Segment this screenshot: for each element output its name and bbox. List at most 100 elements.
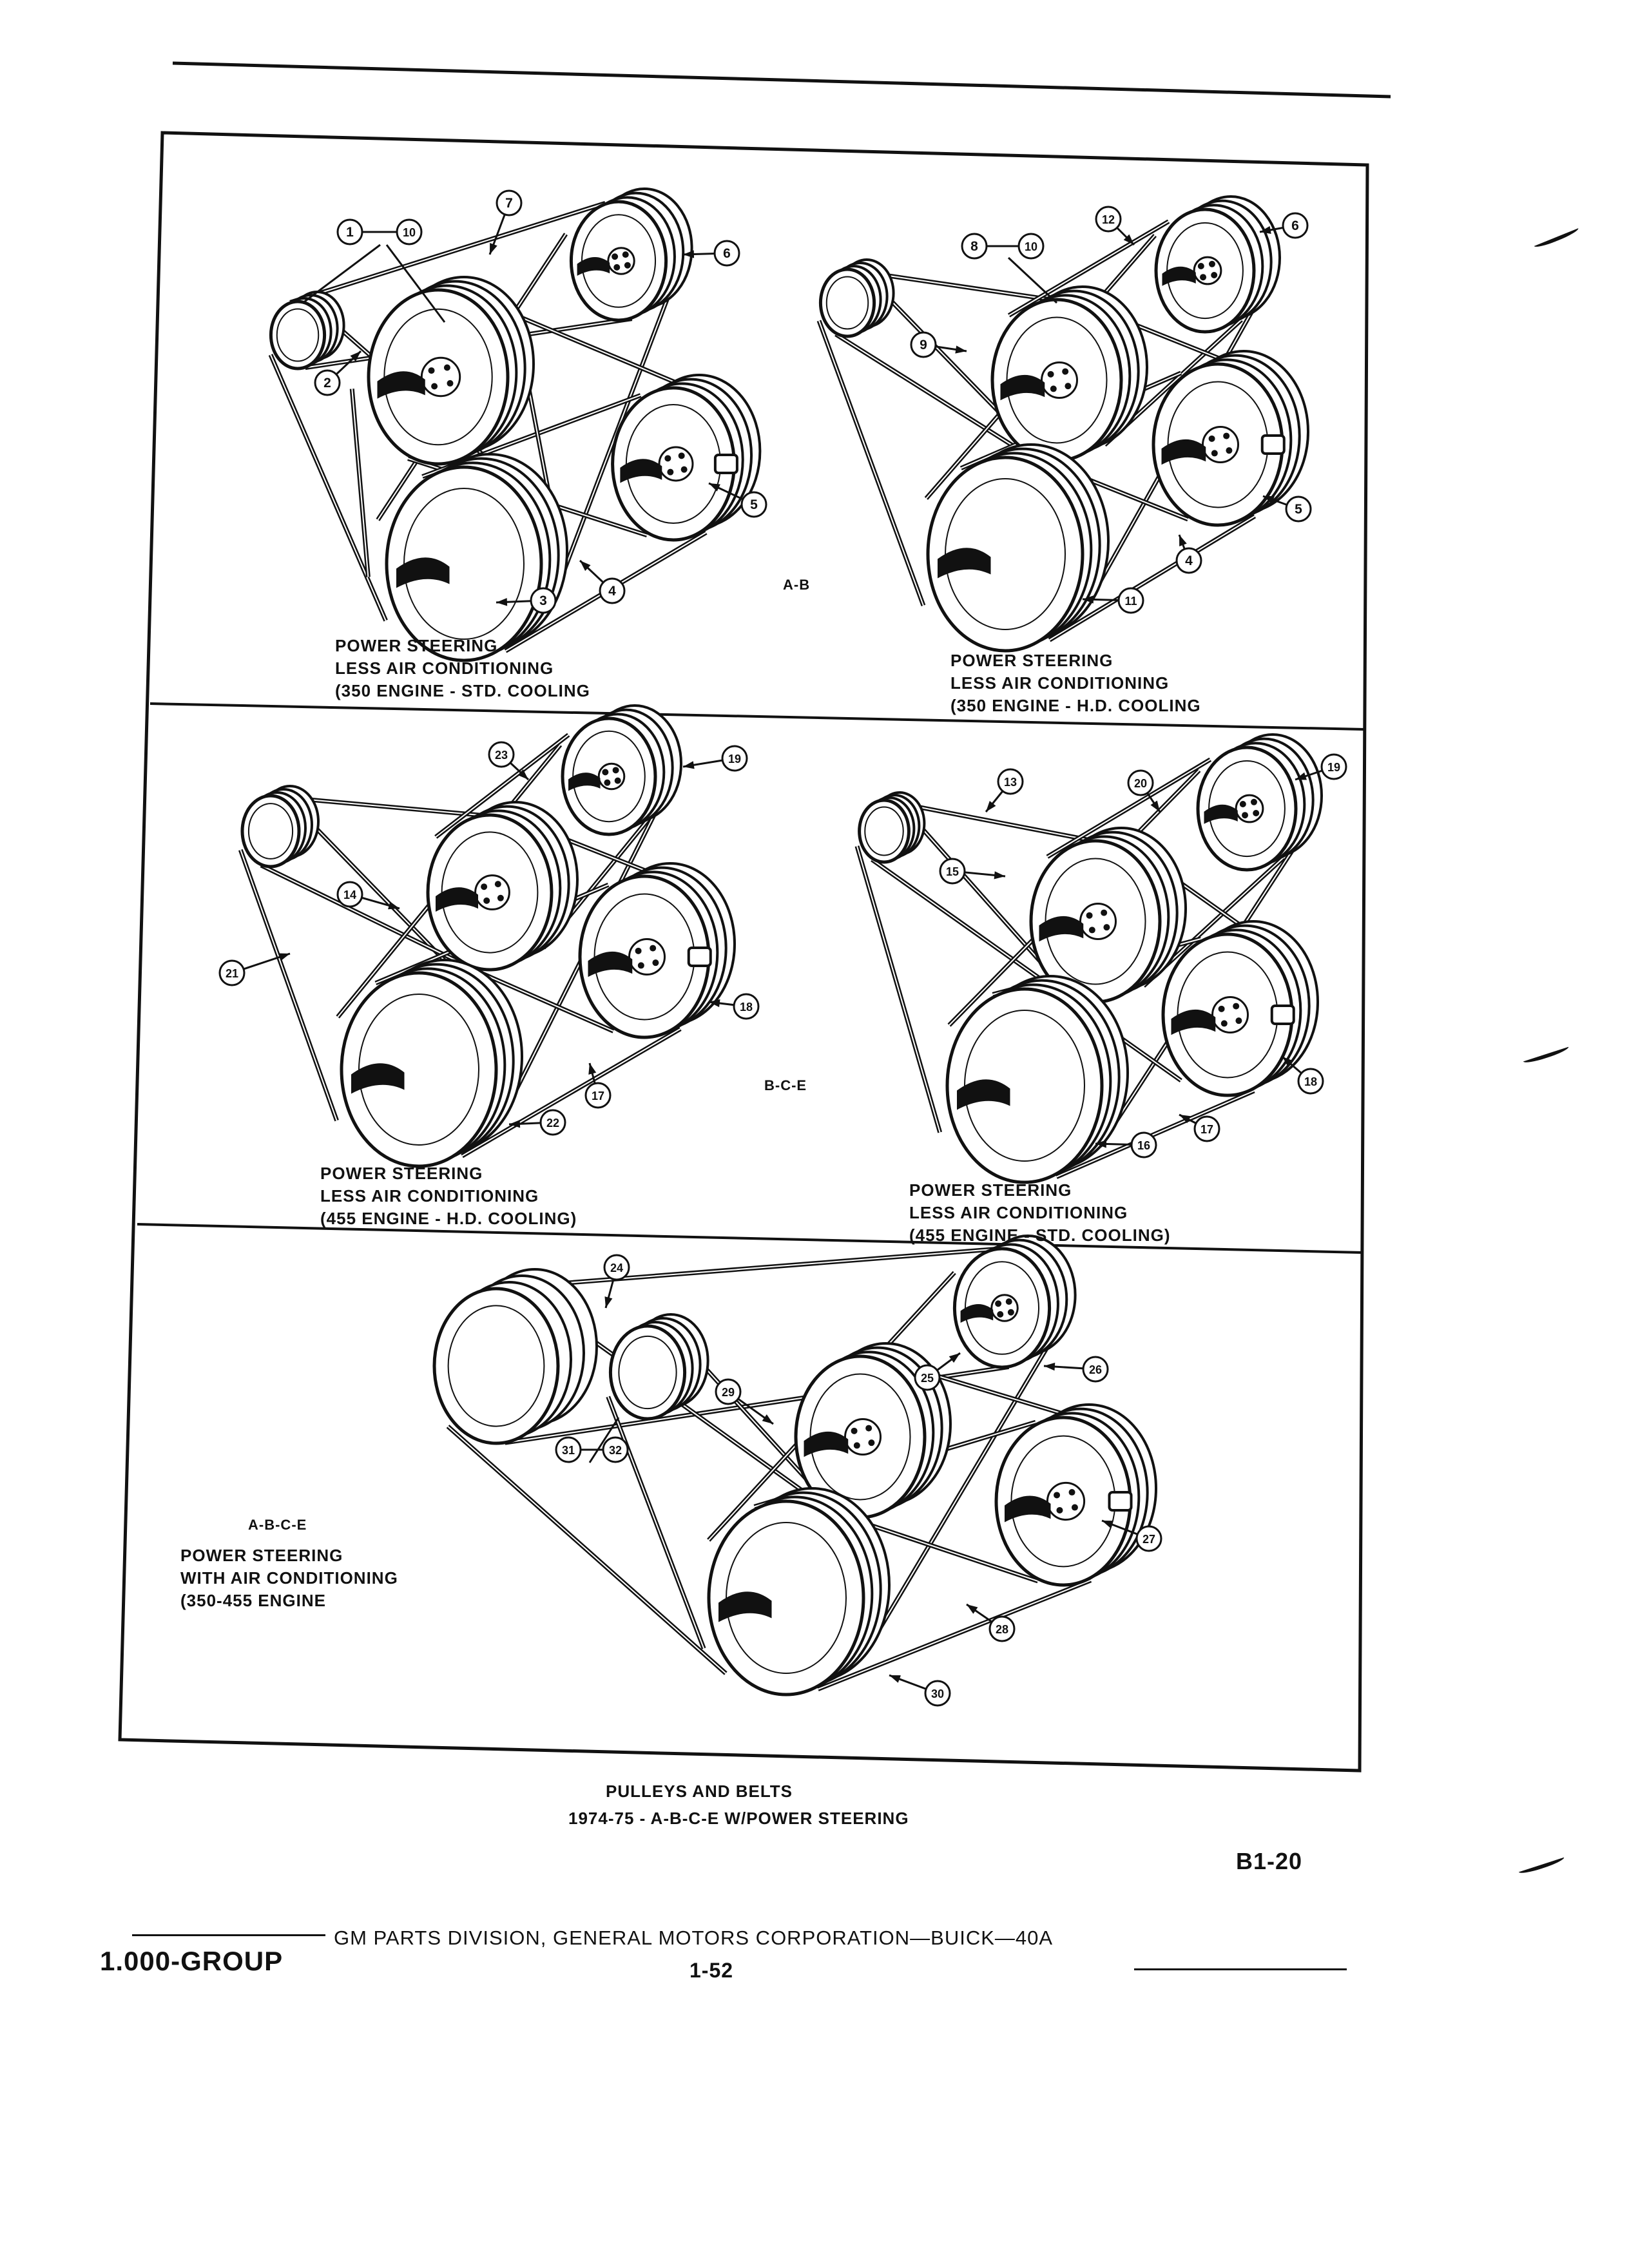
callout-circle — [1175, 547, 1202, 574]
callout-number: 4 — [608, 584, 616, 599]
belt-edge — [461, 1028, 681, 1157]
hub-bolt-hole — [664, 455, 671, 462]
callout: 9 — [910, 331, 967, 358]
hub-bolt-hole — [851, 1427, 858, 1434]
pump-shaft-nut — [1260, 434, 1286, 455]
belt-edge — [351, 389, 369, 577]
pump-shaft-nut — [1270, 1004, 1295, 1025]
hub-bolt-hole — [1235, 1017, 1242, 1024]
callout-number: 17 — [592, 1090, 604, 1102]
callout-number: 11 — [1124, 595, 1137, 608]
hub-bolt-hole — [997, 1311, 1004, 1318]
callout-number: 20 — [1134, 777, 1147, 790]
callout-circle — [715, 1378, 742, 1405]
pulley-assembly-4 — [854, 733, 1323, 1184]
pump-shaft-nut — [687, 947, 712, 967]
callout-circle — [336, 881, 363, 908]
callout: 26 — [1043, 1356, 1109, 1383]
hub-bolt-hole — [1088, 927, 1095, 934]
callout-number: 13 — [1004, 776, 1017, 789]
pulley-hub — [1235, 794, 1264, 823]
callout-circle — [496, 189, 523, 216]
pulley-cutaway — [588, 951, 633, 977]
hub-bolt-hole — [1239, 801, 1246, 808]
belt-edge — [818, 320, 924, 606]
pulley-cutaway — [1162, 266, 1196, 286]
callout-circle — [997, 768, 1024, 795]
pump-shaft-nut — [713, 454, 738, 474]
pulley-cutaway — [396, 557, 450, 588]
callout-number: 19 — [1327, 761, 1340, 774]
callout-circle — [924, 1680, 951, 1707]
callout-arrowhead — [580, 561, 591, 572]
hub-bolt-hole — [604, 779, 611, 786]
pulley-rim — [618, 1335, 677, 1410]
callout: 14 — [336, 881, 400, 910]
belt-edge — [1049, 515, 1255, 641]
callout-arrowhead — [1044, 1362, 1055, 1371]
callout-circle — [939, 858, 966, 885]
callout-number: 29 — [722, 1386, 735, 1399]
callout-circle — [488, 741, 515, 768]
hub-bolt-hole — [868, 1439, 875, 1446]
callout: 24 — [603, 1254, 630, 1309]
callout-number: 5 — [750, 497, 758, 512]
callout-arrowhead — [509, 1120, 521, 1128]
pulley-hub — [474, 874, 510, 910]
callout-arrowhead — [949, 1353, 960, 1363]
callout: 23 — [488, 741, 530, 781]
callout: 27 — [1101, 1519, 1162, 1552]
pulley-hub — [1211, 996, 1249, 1033]
hub-bolt-hole — [995, 1300, 1002, 1307]
hub-bolt-hole — [481, 883, 488, 890]
callout: 28 — [966, 1603, 1016, 1642]
hub-bolt-hole — [497, 894, 504, 901]
callout-number: 28 — [996, 1623, 1008, 1636]
callout-circle — [584, 1082, 612, 1109]
hub-bolt-hole — [1211, 450, 1218, 457]
panel-2-caption: POWER STEERING LESS AIR CONDITIONING (35… — [950, 651, 1201, 715]
callout-number: 3 — [539, 593, 547, 608]
belt-edge — [240, 849, 338, 1121]
hub-bolt-hole — [1250, 798, 1257, 805]
pulley-cutaway — [1039, 916, 1084, 942]
callout-circle — [1135, 1525, 1162, 1552]
callout-arrowhead — [278, 953, 290, 961]
callout-circle — [218, 959, 246, 986]
hub-bolt-hole — [1062, 368, 1069, 375]
callout-arrowhead — [709, 483, 720, 492]
callout-arrowhead — [994, 871, 1005, 879]
hub-bolt-hole — [602, 769, 609, 776]
callout: 25 — [914, 1352, 961, 1391]
pulley-cutaway — [351, 1063, 405, 1094]
callout-number: 2 — [323, 376, 331, 390]
callout-arrowhead — [350, 351, 361, 362]
callout-circle — [1130, 1131, 1157, 1158]
callout: 18 — [708, 993, 760, 1020]
hub-bolt-hole — [443, 364, 450, 371]
pulley-cutaway — [960, 1303, 994, 1323]
callout-number: 10 — [403, 226, 416, 239]
pulley-cutaway — [377, 371, 425, 399]
callout: 13 — [985, 768, 1024, 812]
pulley-cutaway — [1204, 804, 1238, 824]
callout: 31 — [555, 1436, 582, 1463]
callout-number: 9 — [920, 338, 927, 352]
callout-circle — [721, 745, 748, 772]
callout-arrowhead — [388, 901, 400, 910]
callout-arrowhead — [955, 345, 967, 354]
hub-bolt-hole — [1071, 1504, 1078, 1511]
callout-circle — [740, 491, 767, 518]
pulley-cutaway — [568, 773, 601, 791]
pulley-assembly-5 — [432, 1235, 1157, 1696]
belt-edge — [260, 865, 470, 968]
callout: 7 — [488, 189, 523, 255]
pulley-hub — [658, 446, 694, 482]
callout: 11 — [1082, 587, 1144, 614]
figure-code: B1-20 — [1236, 1848, 1303, 1874]
belt-edge — [856, 845, 941, 1133]
callout-number: 14 — [343, 889, 356, 901]
callout-circle — [713, 240, 740, 267]
callout-number: 27 — [1142, 1533, 1155, 1546]
hub-bolt-hole — [1242, 812, 1249, 819]
